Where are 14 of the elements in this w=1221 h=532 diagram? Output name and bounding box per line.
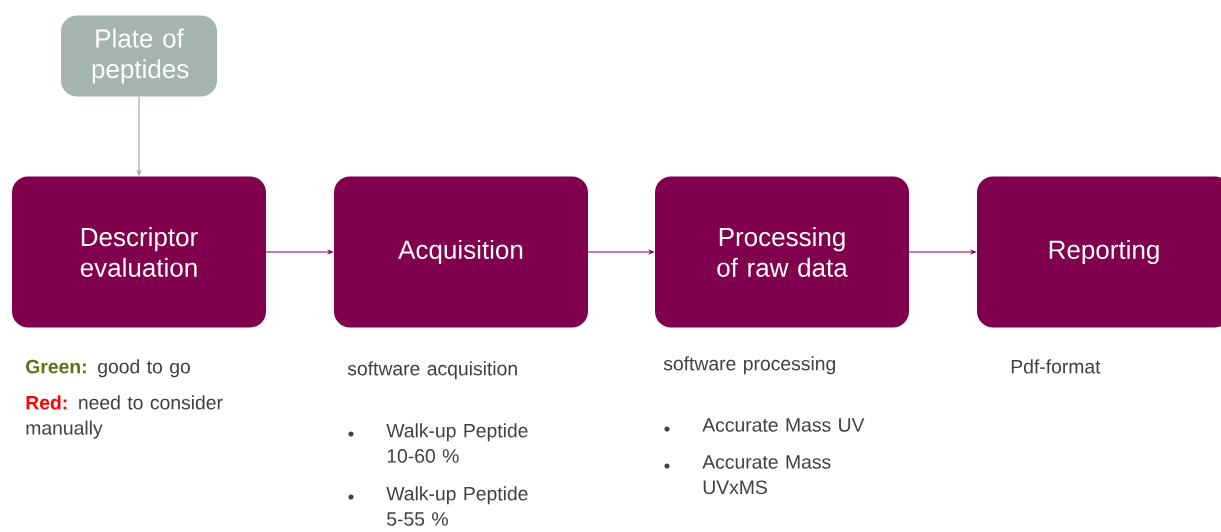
process-box: Processing of raw data [655,176,909,328]
sample-box: Plate of peptides [61,15,217,97]
note-text: Pdf-format [1011,359,1101,374]
process-box: Descriptor evaluation [12,176,266,328]
note-text: software processing [663,356,835,375]
list-item: Walk-up Peptide 10-60 % [386,423,528,463]
list-item: Walk-up Peptide 5-55 % [386,486,528,526]
status-note: Green: good to go [26,359,190,378]
list-item: Accurate Mass UVxMS [702,455,831,495]
process-box: Reporting [977,176,1221,328]
process-box: Acquisition [334,176,588,328]
list-item: Accurate Mass UV [702,418,865,432]
status-note: Red: need to consider manually [26,395,223,439]
note-text: software acquisition [347,361,517,380]
